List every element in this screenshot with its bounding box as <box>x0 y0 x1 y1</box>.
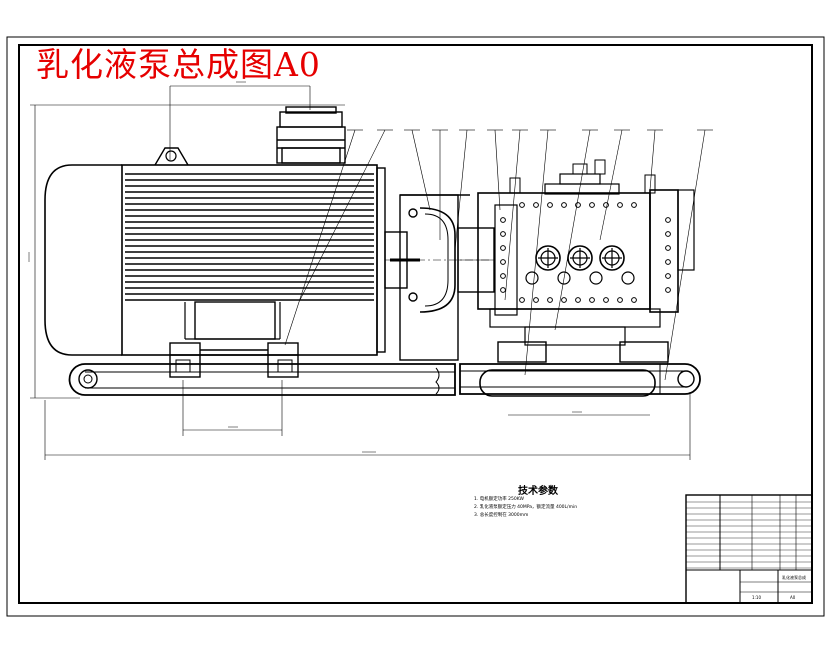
bolt-hole <box>561 202 567 208</box>
title-block <box>685 494 813 604</box>
leader-line <box>664 129 706 381</box>
title-block-drawing-name: 乳化液泵总成 <box>782 575 806 580</box>
leader-line <box>494 129 501 211</box>
bolt-hole <box>547 297 553 303</box>
cylinder-outer <box>567 245 593 271</box>
dimension-lines <box>30 85 691 460</box>
title-block-sheet: A0 <box>790 595 796 600</box>
bolt-hole <box>617 297 623 303</box>
bolt-hole <box>500 259 506 265</box>
pump-cylinders <box>525 245 635 285</box>
technical-notes-list: 1. 电机额定功率 250KW 2. 乳化液泵额定压力 40MPa，额定流量 4… <box>474 496 577 520</box>
bolt-hole <box>665 245 671 251</box>
motor <box>44 106 490 356</box>
pump-body <box>477 159 695 346</box>
leader-line <box>504 129 521 301</box>
technical-notes-heading: 技术参数 <box>518 486 558 497</box>
bolt-hole <box>617 202 623 208</box>
bolt-hole <box>589 202 595 208</box>
leader-line <box>454 129 468 251</box>
leader-line <box>284 129 356 346</box>
bolt-hole <box>500 245 506 251</box>
leader-line <box>554 129 591 331</box>
inner-frame <box>18 44 813 604</box>
coupling <box>384 194 495 361</box>
bolt-hole <box>603 202 609 208</box>
cylinder-outer <box>599 245 625 271</box>
bolt-hole <box>500 273 506 279</box>
technical-note: 3. 总长度控制在 3000mm <box>474 513 529 518</box>
motor-feet <box>169 342 299 378</box>
bolt-hole <box>500 217 506 223</box>
motor-end-cap <box>44 164 122 356</box>
technical-note: 2. 乳化液泵额定压力 40MPa，额定流量 400L/min <box>474 505 578 510</box>
cooling-fins <box>125 173 374 301</box>
drawing-title: 乳化液泵总成图A0 <box>36 45 321 84</box>
pump-skid <box>459 341 701 397</box>
title-block-scale: 1:10 <box>752 595 761 600</box>
bolt-hole <box>533 202 539 208</box>
bolt-hole <box>603 297 609 303</box>
motor-flange <box>376 167 386 353</box>
motor-base-window <box>194 301 276 340</box>
leader-line <box>411 129 431 211</box>
leader-line <box>649 129 656 191</box>
technical-note: 1. 电机额定功率 250KW <box>474 497 524 502</box>
bolt-hole <box>665 273 671 279</box>
bolt-hole <box>665 287 671 293</box>
bolt-hole <box>519 202 525 208</box>
valve-port <box>589 271 603 285</box>
bolt-hole <box>631 202 637 208</box>
valve-port <box>557 271 571 285</box>
title-block-rows <box>686 501 812 569</box>
bolt-hole <box>575 297 581 303</box>
bolt-hole <box>665 259 671 265</box>
bolt-hole <box>589 297 595 303</box>
bolt-hole <box>631 297 637 303</box>
base-skid <box>68 363 456 396</box>
bolt-hole <box>519 297 525 303</box>
leader-lines <box>284 129 713 381</box>
dimension-text-marks <box>28 81 582 453</box>
bolt-hole <box>575 202 581 208</box>
valve-port <box>621 271 635 285</box>
leader-line <box>299 129 386 301</box>
leader-line <box>524 129 549 376</box>
bolt-hole <box>561 297 567 303</box>
bolt-hole <box>533 297 539 303</box>
bolt-hole <box>665 231 671 237</box>
bolt-hole <box>500 287 506 293</box>
outer-frame <box>6 36 825 617</box>
bolt-hole <box>500 231 506 237</box>
leader-line <box>599 129 623 241</box>
lifting-lug <box>154 147 189 166</box>
bolt-hole <box>547 202 553 208</box>
pump-bolts <box>500 202 671 303</box>
motor-body <box>121 164 378 356</box>
valve-port <box>525 271 539 285</box>
terminal-box <box>276 106 346 164</box>
bolt-hole <box>665 217 671 223</box>
